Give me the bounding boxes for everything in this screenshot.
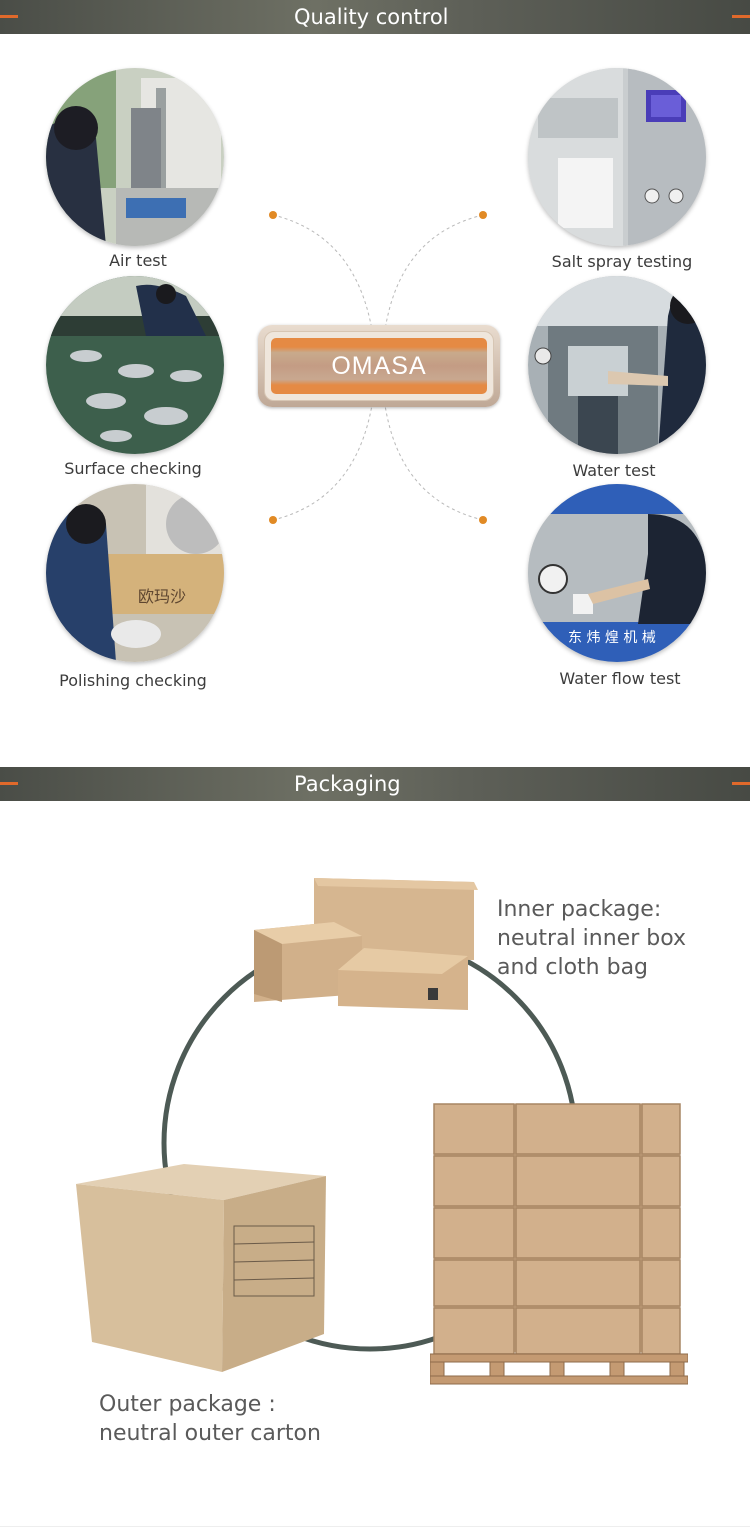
banner-accent-left [0, 15, 18, 18]
badge-label: OMASA [331, 352, 427, 380]
packaging-title: Packaging [294, 772, 401, 796]
quality-control-title: Quality control [294, 5, 449, 29]
outer-package-line: Outer package : [99, 1392, 276, 1417]
water-test-caption: Water test [572, 461, 656, 480]
quality-control-banner: Quality control [0, 0, 750, 34]
outer-package-line: neutral outer carton [99, 1421, 321, 1446]
machine-sign-text: 东 炜 煌 机 械 [568, 630, 656, 646]
page-bottom-divider [0, 1526, 750, 1527]
inner-package-label: Inner package: neutral inner box and clo… [497, 895, 686, 982]
air-test-caption: Air test [109, 251, 167, 270]
outer-package-label: Outer package : neutral outer carton [99, 1390, 321, 1448]
outer-carton-image [76, 1164, 326, 1372]
water-flow-caption: Water flow test [559, 669, 681, 688]
water-test-photo [528, 276, 706, 454]
connector-dot [479, 516, 487, 524]
pallet-cartons-image [430, 1103, 688, 1385]
connector-dot [479, 211, 487, 219]
inner-package-line: neutral inner box [497, 926, 687, 951]
connector-dot [269, 211, 277, 219]
polishing-checking-photo: 欧玛沙 [46, 484, 224, 662]
omasa-badge: OMASA [258, 325, 500, 407]
banner-accent-left [0, 782, 18, 785]
box-stamp-text: 欧玛沙 [138, 587, 186, 606]
water-flow-photo: 东 炜 煌 机 械 [528, 484, 706, 662]
connector-dot [269, 516, 277, 524]
inner-package-line: Inner package: [497, 897, 662, 922]
banner-accent-right [732, 782, 750, 785]
inner-boxes-image [254, 878, 478, 1010]
surface-checking-caption: Surface checking [64, 459, 202, 478]
banner-accent-right [732, 15, 750, 18]
connector-lines [272, 214, 484, 521]
salt-spray-caption: Salt spray testing [551, 252, 693, 271]
salt-spray-photo [528, 68, 706, 246]
packaging-banner: Packaging [0, 767, 750, 801]
inner-package-line: and cloth bag [497, 955, 649, 980]
badge-face: OMASA [271, 338, 487, 394]
polishing-checking-caption: Polishing checking [59, 671, 207, 690]
